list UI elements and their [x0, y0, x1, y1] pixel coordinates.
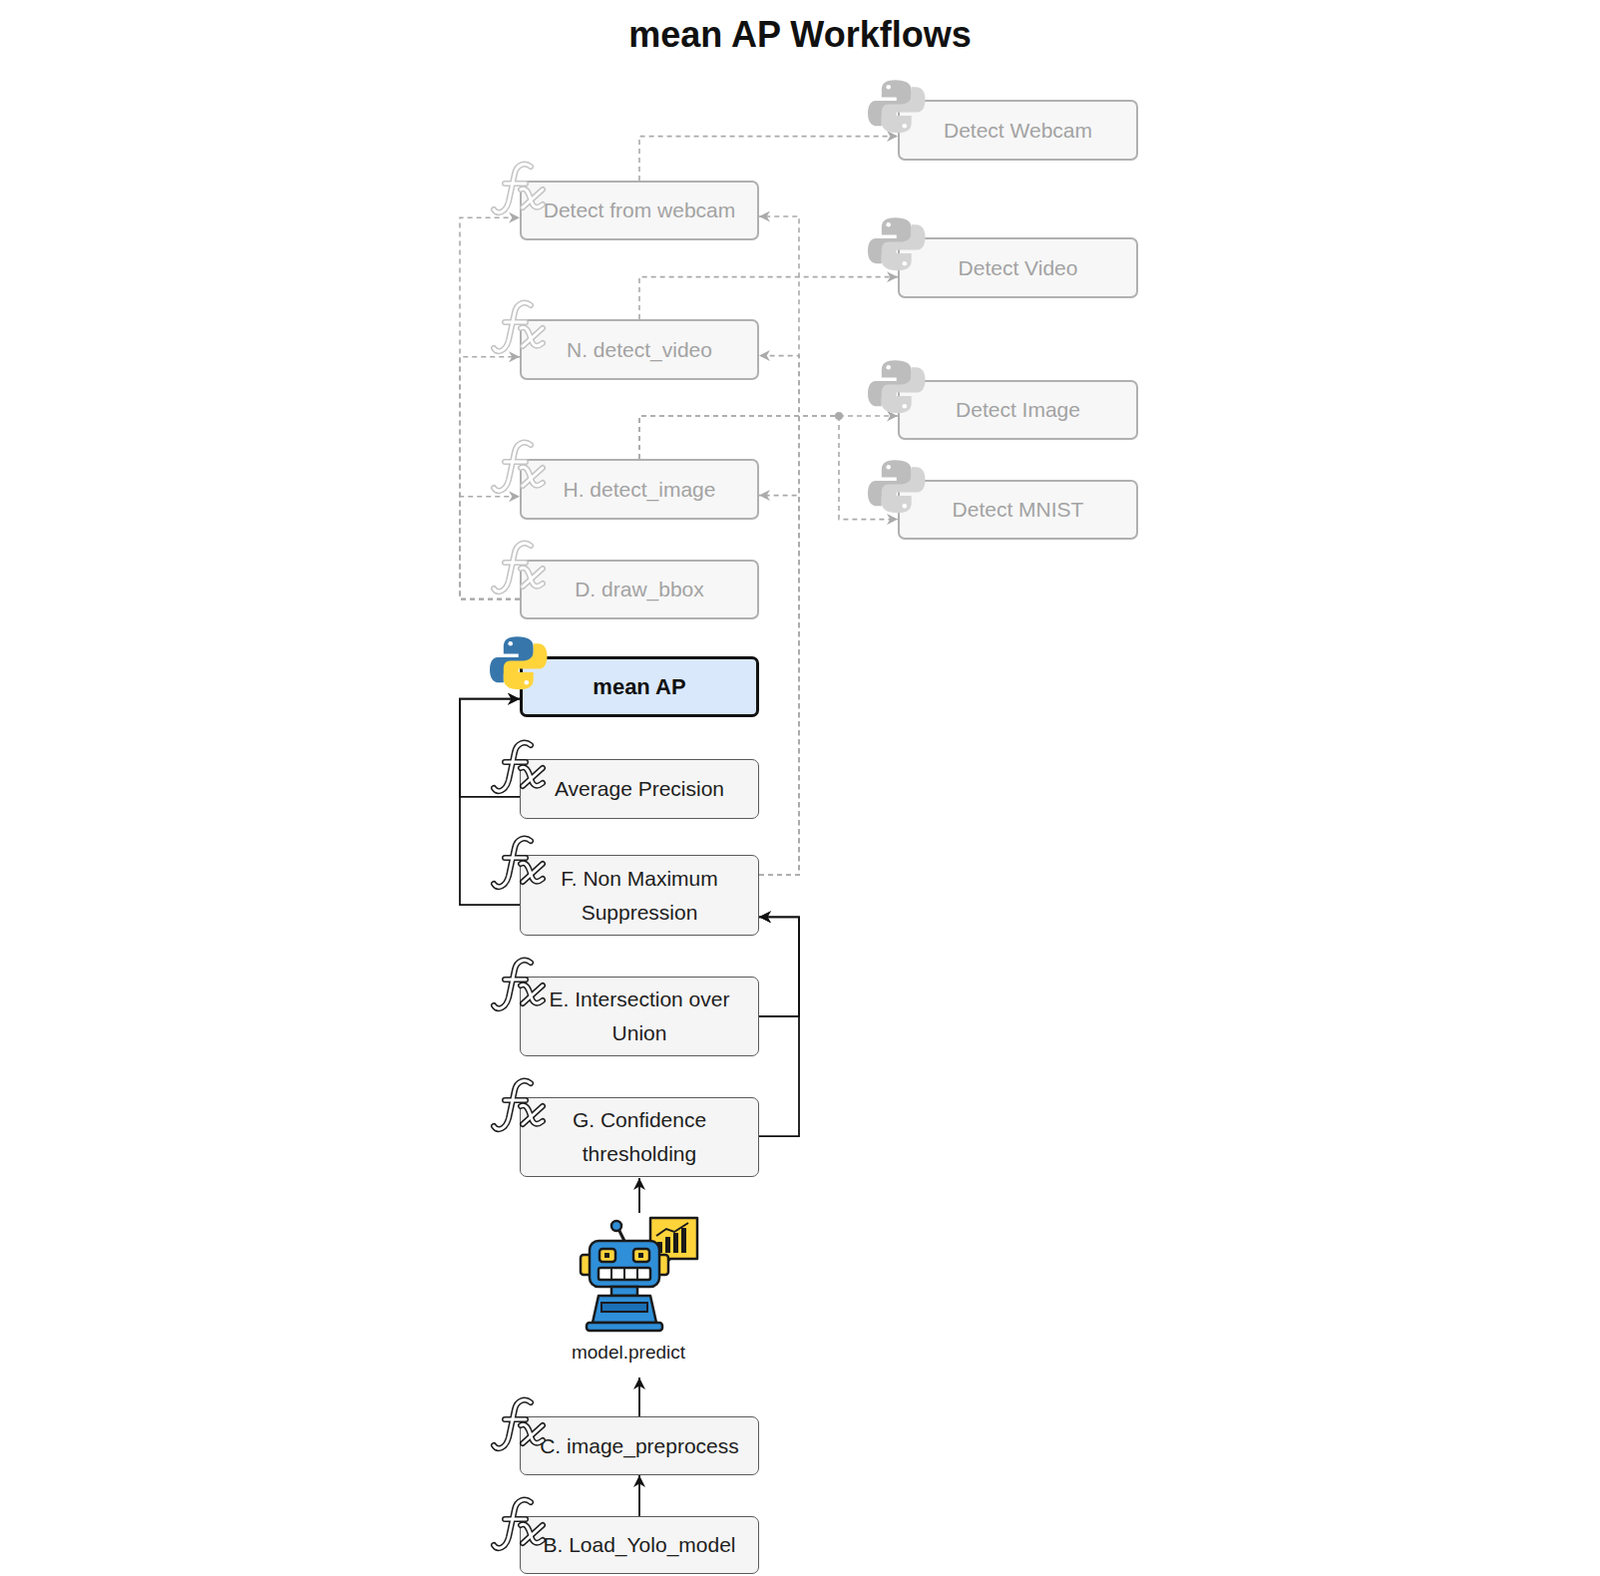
- flow-connector: [459, 699, 520, 798]
- box-text: Detect Webcam: [943, 113, 1093, 148]
- dashed-connector: [759, 495, 800, 876]
- dashed-connector: [759, 216, 800, 875]
- box-text: F. Non Maximum Suppression: [528, 861, 751, 929]
- process-box: Detect Webcam: [897, 99, 1139, 161]
- box-text: H. detect_image: [563, 472, 717, 507]
- process-box: Detect from webcam: [519, 180, 760, 241]
- flow-connector: [638, 1475, 641, 1517]
- process-box: G. Confidence thresholding: [519, 1097, 760, 1178]
- flow-connector: [759, 916, 800, 1017]
- dashed-connector: [759, 356, 800, 876]
- process-box: Detect MNIST: [897, 479, 1139, 540]
- process-box: E. Intersection over Union: [519, 976, 760, 1057]
- box-text: B. Load_Yolo_model: [542, 1528, 736, 1563]
- box-text: G. Confidence thresholding: [528, 1103, 751, 1171]
- box-text: Detect Video: [958, 251, 1079, 286]
- flow-arrow: [638, 1178, 641, 1213]
- process-box: N. detect_video: [519, 319, 760, 381]
- highlighted-box: mean AP: [519, 656, 760, 718]
- junction-dot: [834, 411, 843, 420]
- dashed-connector: [639, 277, 898, 320]
- box-text: Detect Image: [955, 393, 1081, 427]
- dashed-connector: [459, 357, 520, 600]
- flow-connector: [759, 916, 800, 1137]
- flow-connector: [459, 699, 520, 906]
- function-label: model.predict: [528, 1341, 729, 1364]
- dashed-connector: [459, 217, 520, 599]
- process-box: Average Precision: [519, 759, 760, 819]
- box-text: mean AP: [592, 669, 686, 705]
- process-box: Detect Video: [897, 237, 1139, 299]
- box-text: E. Intersection over Union: [528, 982, 751, 1050]
- dashed-connector: [639, 415, 898, 459]
- process-box: C. image_preprocess: [519, 1416, 760, 1476]
- dashed-connector: [639, 136, 898, 181]
- box-text: N. detect_video: [566, 333, 713, 368]
- process-box: Detect Image: [897, 380, 1139, 440]
- box-text: Detect from webcam: [543, 193, 737, 228]
- box-text: C. image_preprocess: [539, 1429, 740, 1464]
- box-text: D. draw_bbox: [574, 572, 705, 607]
- diagram-title: mean AP Workflows: [0, 13, 1600, 56]
- process-box: H. detect_image: [519, 458, 760, 520]
- process-box: B. Load_Yolo_model: [519, 1516, 760, 1575]
- box-text: Detect MNIST: [952, 492, 1085, 527]
- box-text: Average Precision: [554, 772, 725, 806]
- flow-arrow: [638, 1377, 641, 1417]
- process-box: D. draw_bbox: [519, 559, 760, 620]
- robot-icon: [580, 1217, 698, 1331]
- process-box: F. Non Maximum Suppression: [519, 854, 760, 936]
- dashed-connector: [459, 496, 520, 600]
